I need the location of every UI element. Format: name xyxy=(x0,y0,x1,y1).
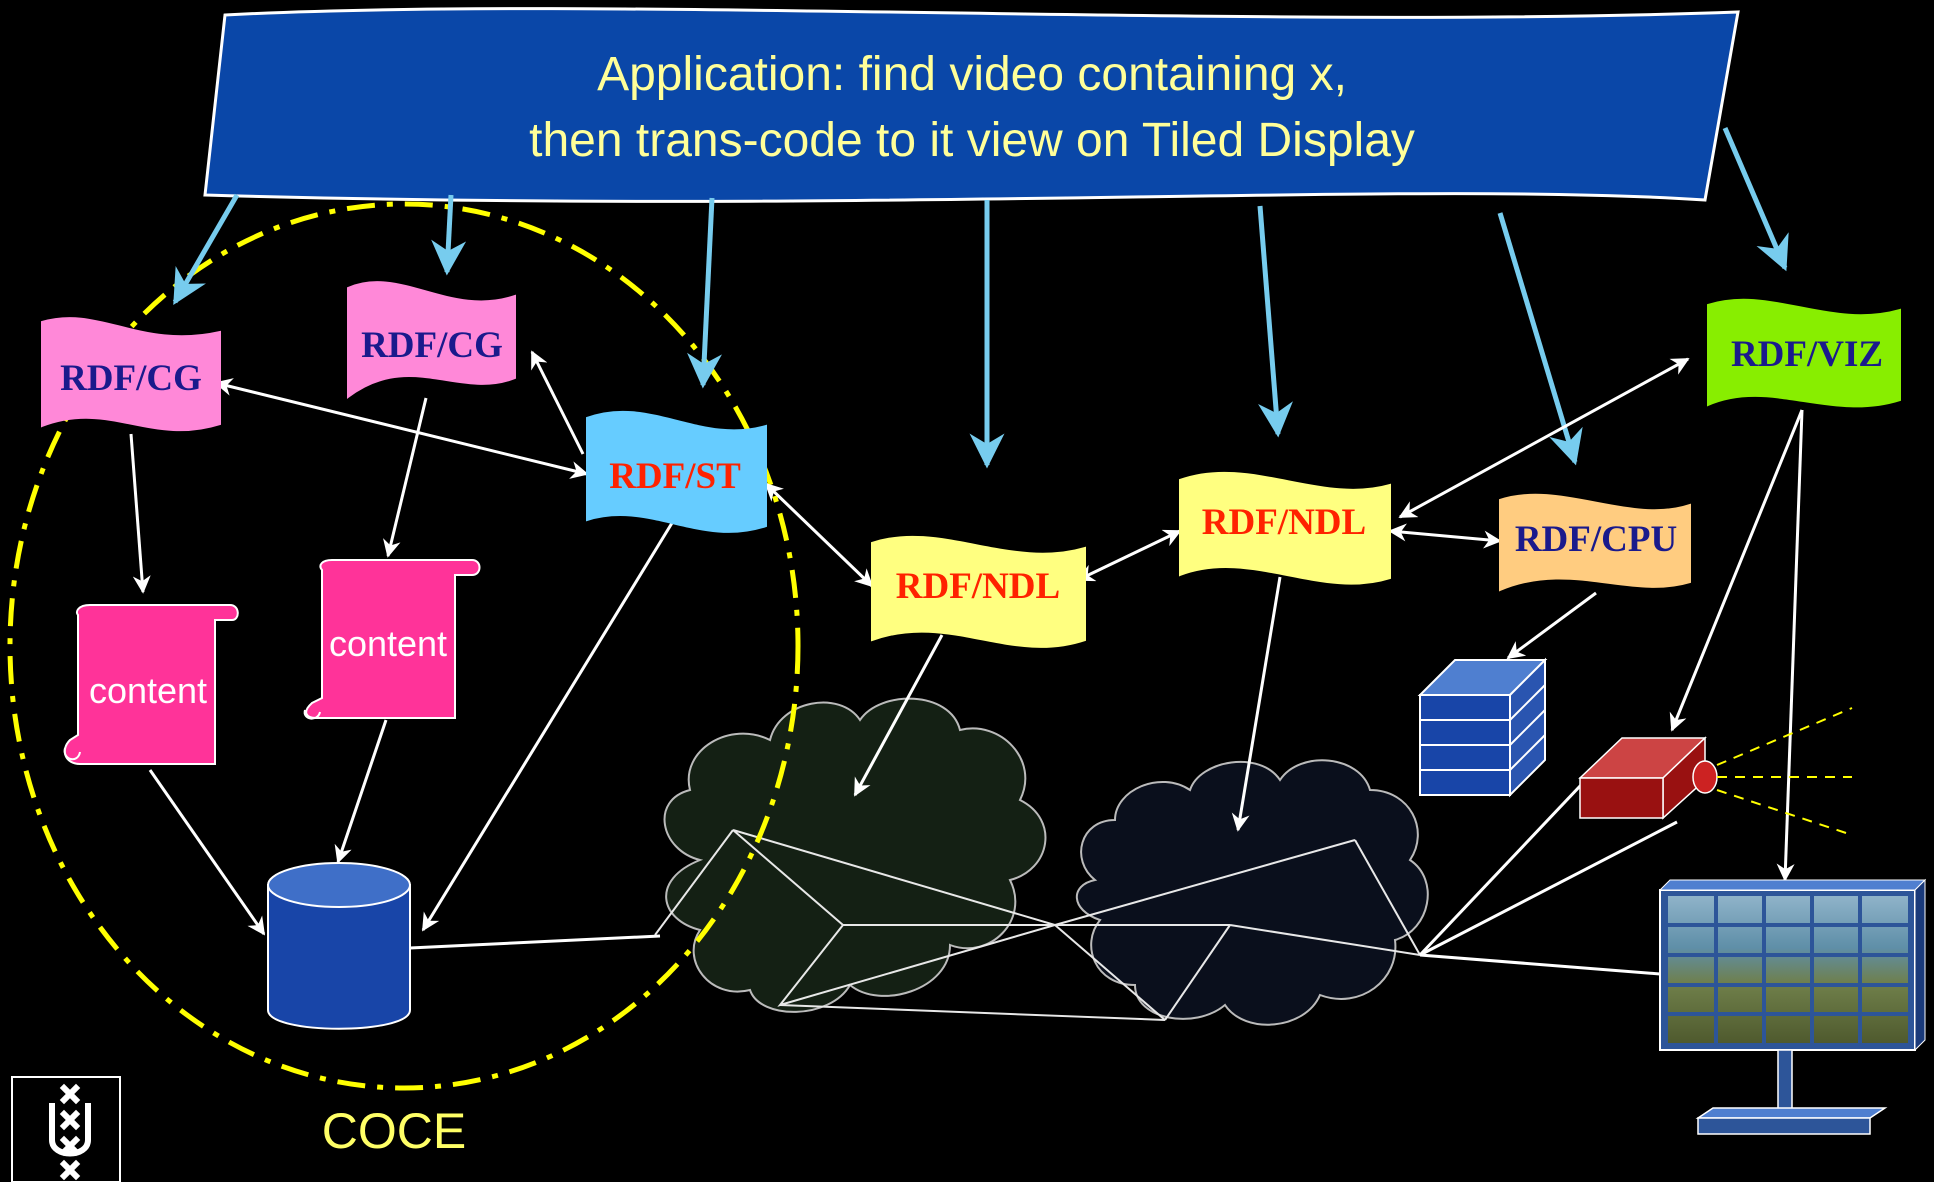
university-logo-icon xyxy=(11,1076,121,1182)
application-banner: Application: find video containing x, th… xyxy=(203,7,1740,203)
network-cloud-right xyxy=(1075,759,1429,1026)
tiled-display-icon xyxy=(1658,878,1927,1135)
network-topology xyxy=(654,829,1421,1021)
flag-rdf-ndl-right: RDF/NDL xyxy=(1179,471,1391,585)
flag-label: RDF/CPU xyxy=(1515,519,1677,560)
projector-icon xyxy=(1578,707,1853,836)
network-cloud-left xyxy=(663,697,1047,1013)
flag-rdf-st: RDF/ST xyxy=(586,410,767,533)
flag-label: RDF/CG xyxy=(361,325,503,366)
flag-rdf-viz: RDF/VIZ xyxy=(1707,298,1901,408)
server-stack-icon xyxy=(1417,657,1548,798)
banner-line-2: then trans-code to it view on Tiled Disp… xyxy=(529,114,1415,167)
flag-rdf-cg-mid: RDF/CG xyxy=(347,281,516,400)
database-icon xyxy=(267,862,411,1030)
flag-label: RDF/VIZ xyxy=(1731,334,1883,375)
flag-rdf-cg-left: RDF/CG xyxy=(41,317,221,432)
flag-rdf-ndl-left: RDF/NDL xyxy=(871,535,1086,648)
flag-label: RDF/CG xyxy=(60,358,202,399)
content-label: content xyxy=(89,670,207,711)
flag-label: RDF/NDL xyxy=(896,566,1060,607)
coce-boundary xyxy=(7,201,801,1091)
connector-arrows xyxy=(129,350,1804,976)
banner-line-1: Application: find video containing x, xyxy=(597,48,1347,101)
content-document-left: content xyxy=(63,604,239,765)
content-document-mid: content xyxy=(303,559,481,720)
flag-label: RDF/NDL xyxy=(1202,502,1366,543)
content-label: content xyxy=(329,623,447,664)
coce-label: COCE xyxy=(322,1103,466,1159)
flag-label: RDF/ST xyxy=(609,456,741,497)
flag-rdf-cpu: RDF/CPU xyxy=(1499,493,1691,592)
